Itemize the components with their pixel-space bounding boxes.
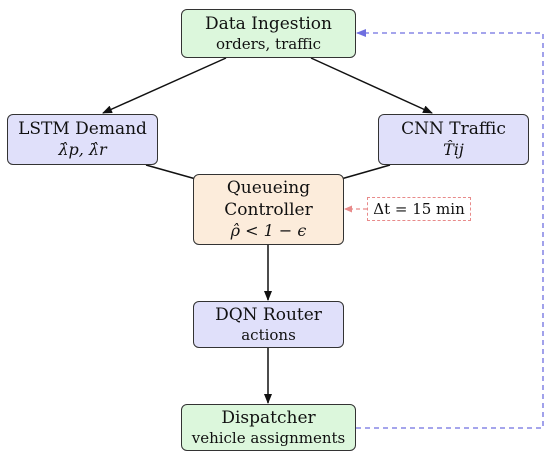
dispatcher-title: Dispatcher <box>221 407 316 428</box>
cnn-traffic-node: CNN Traffic T̂ij <box>378 114 529 165</box>
delta-t-text: Δt = 15 min <box>373 200 465 218</box>
dispatcher-node: Dispatcher vehicle assignments <box>181 404 356 451</box>
arrow-ingestion-to-cnn <box>310 57 433 114</box>
queueing-controller-line2: Controller <box>224 199 313 220</box>
dispatcher-subtitle: vehicle assignments <box>191 428 346 447</box>
queueing-controller-line1: Queueing <box>226 178 311 199</box>
data-ingestion-node: Data Ingestion orders, traffic <box>181 9 356 58</box>
queueing-controller-node: Queueing Controller ρ̂ < 1 − ϵ <box>193 174 344 245</box>
lstm-demand-formula: λ̂p, λ̂r <box>58 140 107 160</box>
delta-t-annotation: Δt = 15 min <box>367 197 471 221</box>
data-ingestion-title: Data Ingestion <box>205 13 332 34</box>
cnn-traffic-formula: T̂ij <box>443 140 464 160</box>
cnn-traffic-title: CNN Traffic <box>401 118 506 139</box>
data-ingestion-subtitle: orders, traffic <box>215 34 322 53</box>
queueing-controller-formula: ρ̂ < 1 − ϵ <box>230 220 307 240</box>
dqn-router-subtitle: actions <box>241 325 296 344</box>
dqn-router-node: DQN Router actions <box>193 301 344 348</box>
feedback-loop-dispatcher-to-ingestion <box>356 29 544 429</box>
lstm-demand-title: LSTM Demand <box>18 118 147 139</box>
arrow-ingestion-to-lstm <box>102 57 227 114</box>
lstm-demand-node: LSTM Demand λ̂p, λ̂r <box>7 114 158 165</box>
dqn-router-title: DQN Router <box>215 304 322 325</box>
